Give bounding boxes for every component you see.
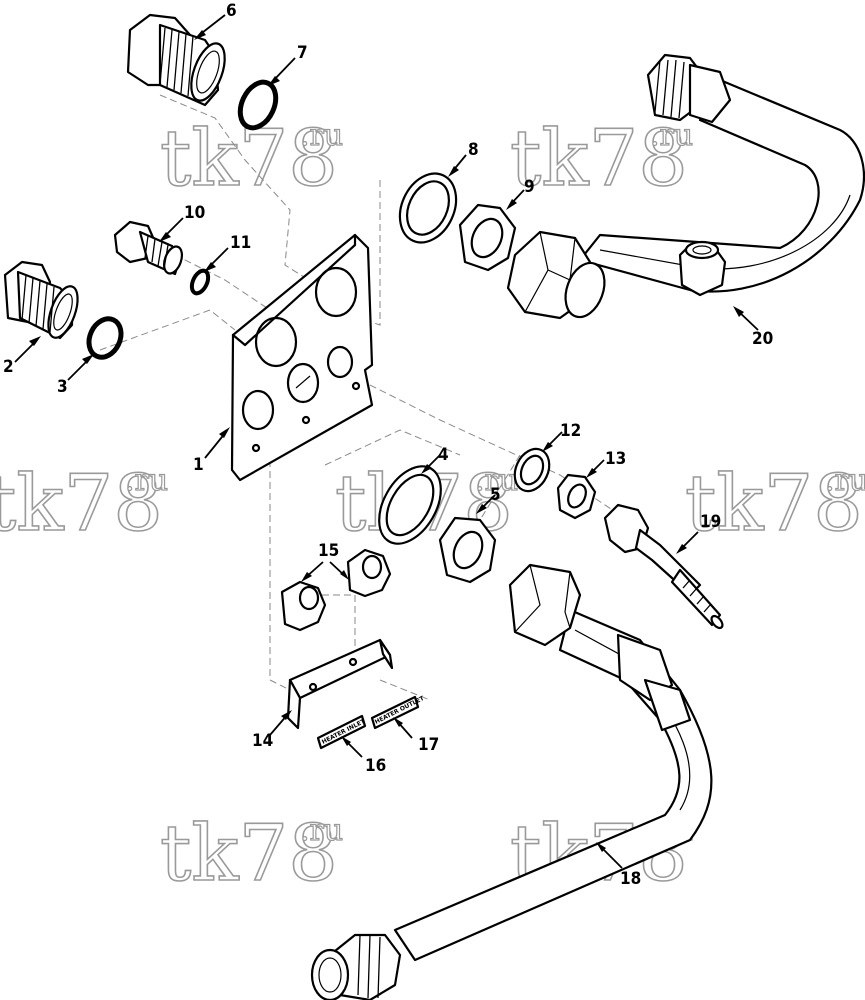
decal-16: HEATER INLET xyxy=(316,714,367,750)
small-fitting-10 xyxy=(113,220,184,276)
hex-nut-13 xyxy=(556,473,597,520)
svg-text:.ru: .ru xyxy=(650,118,693,153)
callout-17: 17 xyxy=(393,717,439,755)
svg-text:.ru: .ru xyxy=(300,813,343,848)
bracket-plate-1 xyxy=(230,233,374,482)
thin-washer-12 xyxy=(513,447,551,493)
svg-text:tk78: tk78 xyxy=(510,114,688,204)
svg-text:.ru: .ru xyxy=(825,463,865,498)
svg-text:16: 16 xyxy=(365,756,386,776)
callout-1: 1 xyxy=(193,427,230,475)
threaded-plug-6 xyxy=(126,13,226,107)
callout-11: 11 xyxy=(204,233,251,272)
o-ring-3 xyxy=(86,316,124,360)
callout-19: 19 xyxy=(676,512,721,554)
svg-text:10: 10 xyxy=(184,203,205,223)
svg-text:18: 18 xyxy=(620,869,641,889)
svg-text:tk78: tk78 xyxy=(0,459,163,549)
callout-12: 12 xyxy=(542,421,581,452)
svg-text:3: 3 xyxy=(57,377,68,397)
svg-text:HEATER OUTLET: HEATER OUTLET xyxy=(374,694,426,725)
svg-text:tk78: tk78 xyxy=(685,459,863,549)
angle-bracket-14 xyxy=(286,638,394,730)
callout-7: 7 xyxy=(268,43,308,86)
callout-6: 6 xyxy=(194,1,237,40)
svg-text:12: 12 xyxy=(560,421,581,441)
watermark: tk78.ru xyxy=(684,458,865,550)
svg-text:1: 1 xyxy=(193,455,204,475)
svg-text:.ru: .ru xyxy=(125,463,168,498)
svg-text:HEATER INLET: HEATER INLET xyxy=(321,718,367,746)
o-ring-7 xyxy=(237,79,279,131)
svg-text:2: 2 xyxy=(3,357,14,377)
hex-nut-5 xyxy=(438,516,497,584)
callout-15: 15 xyxy=(301,541,349,582)
callout-8: 8 xyxy=(448,140,479,177)
threaded-plug-2 xyxy=(3,260,79,340)
svg-text:14: 14 xyxy=(252,731,273,751)
watermark: tk78.ru xyxy=(0,458,169,550)
svg-text:7: 7 xyxy=(297,43,308,63)
callout-13: 13 xyxy=(586,449,626,478)
hose-assembly-18 xyxy=(310,563,713,1000)
svg-text:20: 20 xyxy=(752,329,773,349)
callouts: 6 7 10 11 8 9 2 3 1 20 12 13 4 5 19 15 1… xyxy=(3,1,773,889)
svg-text:17: 17 xyxy=(418,735,439,755)
callout-9: 9 xyxy=(506,177,535,210)
callout-2: 2 xyxy=(3,336,41,377)
svg-text:9: 9 xyxy=(524,177,535,197)
clamps-15 xyxy=(280,548,392,632)
pipe-assembly-20 xyxy=(506,53,865,320)
callout-3: 3 xyxy=(57,354,94,397)
o-ring-11 xyxy=(189,268,211,296)
hose-fitting-19 xyxy=(603,503,724,630)
svg-text:tk78: tk78 xyxy=(160,809,338,899)
hex-nut-9 xyxy=(458,203,517,272)
callout-20: 20 xyxy=(733,306,773,349)
svg-text:15: 15 xyxy=(318,541,339,561)
svg-text:19: 19 xyxy=(700,512,721,532)
callout-10: 10 xyxy=(159,203,205,242)
washer-4 xyxy=(378,465,442,545)
svg-text:4: 4 xyxy=(438,445,449,465)
callout-16: 16 xyxy=(341,736,386,776)
svg-text:8: 8 xyxy=(468,140,479,160)
svg-text:5: 5 xyxy=(490,485,501,505)
callout-14: 14 xyxy=(252,710,292,751)
flat-washer-8 xyxy=(398,172,458,244)
svg-text:6: 6 xyxy=(226,1,237,21)
svg-text:11: 11 xyxy=(230,233,251,253)
svg-text:13: 13 xyxy=(605,449,626,469)
svg-text:.ru: .ru xyxy=(300,118,343,153)
watermark: tk78.ru xyxy=(509,113,694,205)
callout-18: 18 xyxy=(596,842,641,889)
callout-4: 4 xyxy=(421,445,449,474)
callout-5: 5 xyxy=(476,485,501,514)
watermark: tk78.ru xyxy=(159,808,344,900)
